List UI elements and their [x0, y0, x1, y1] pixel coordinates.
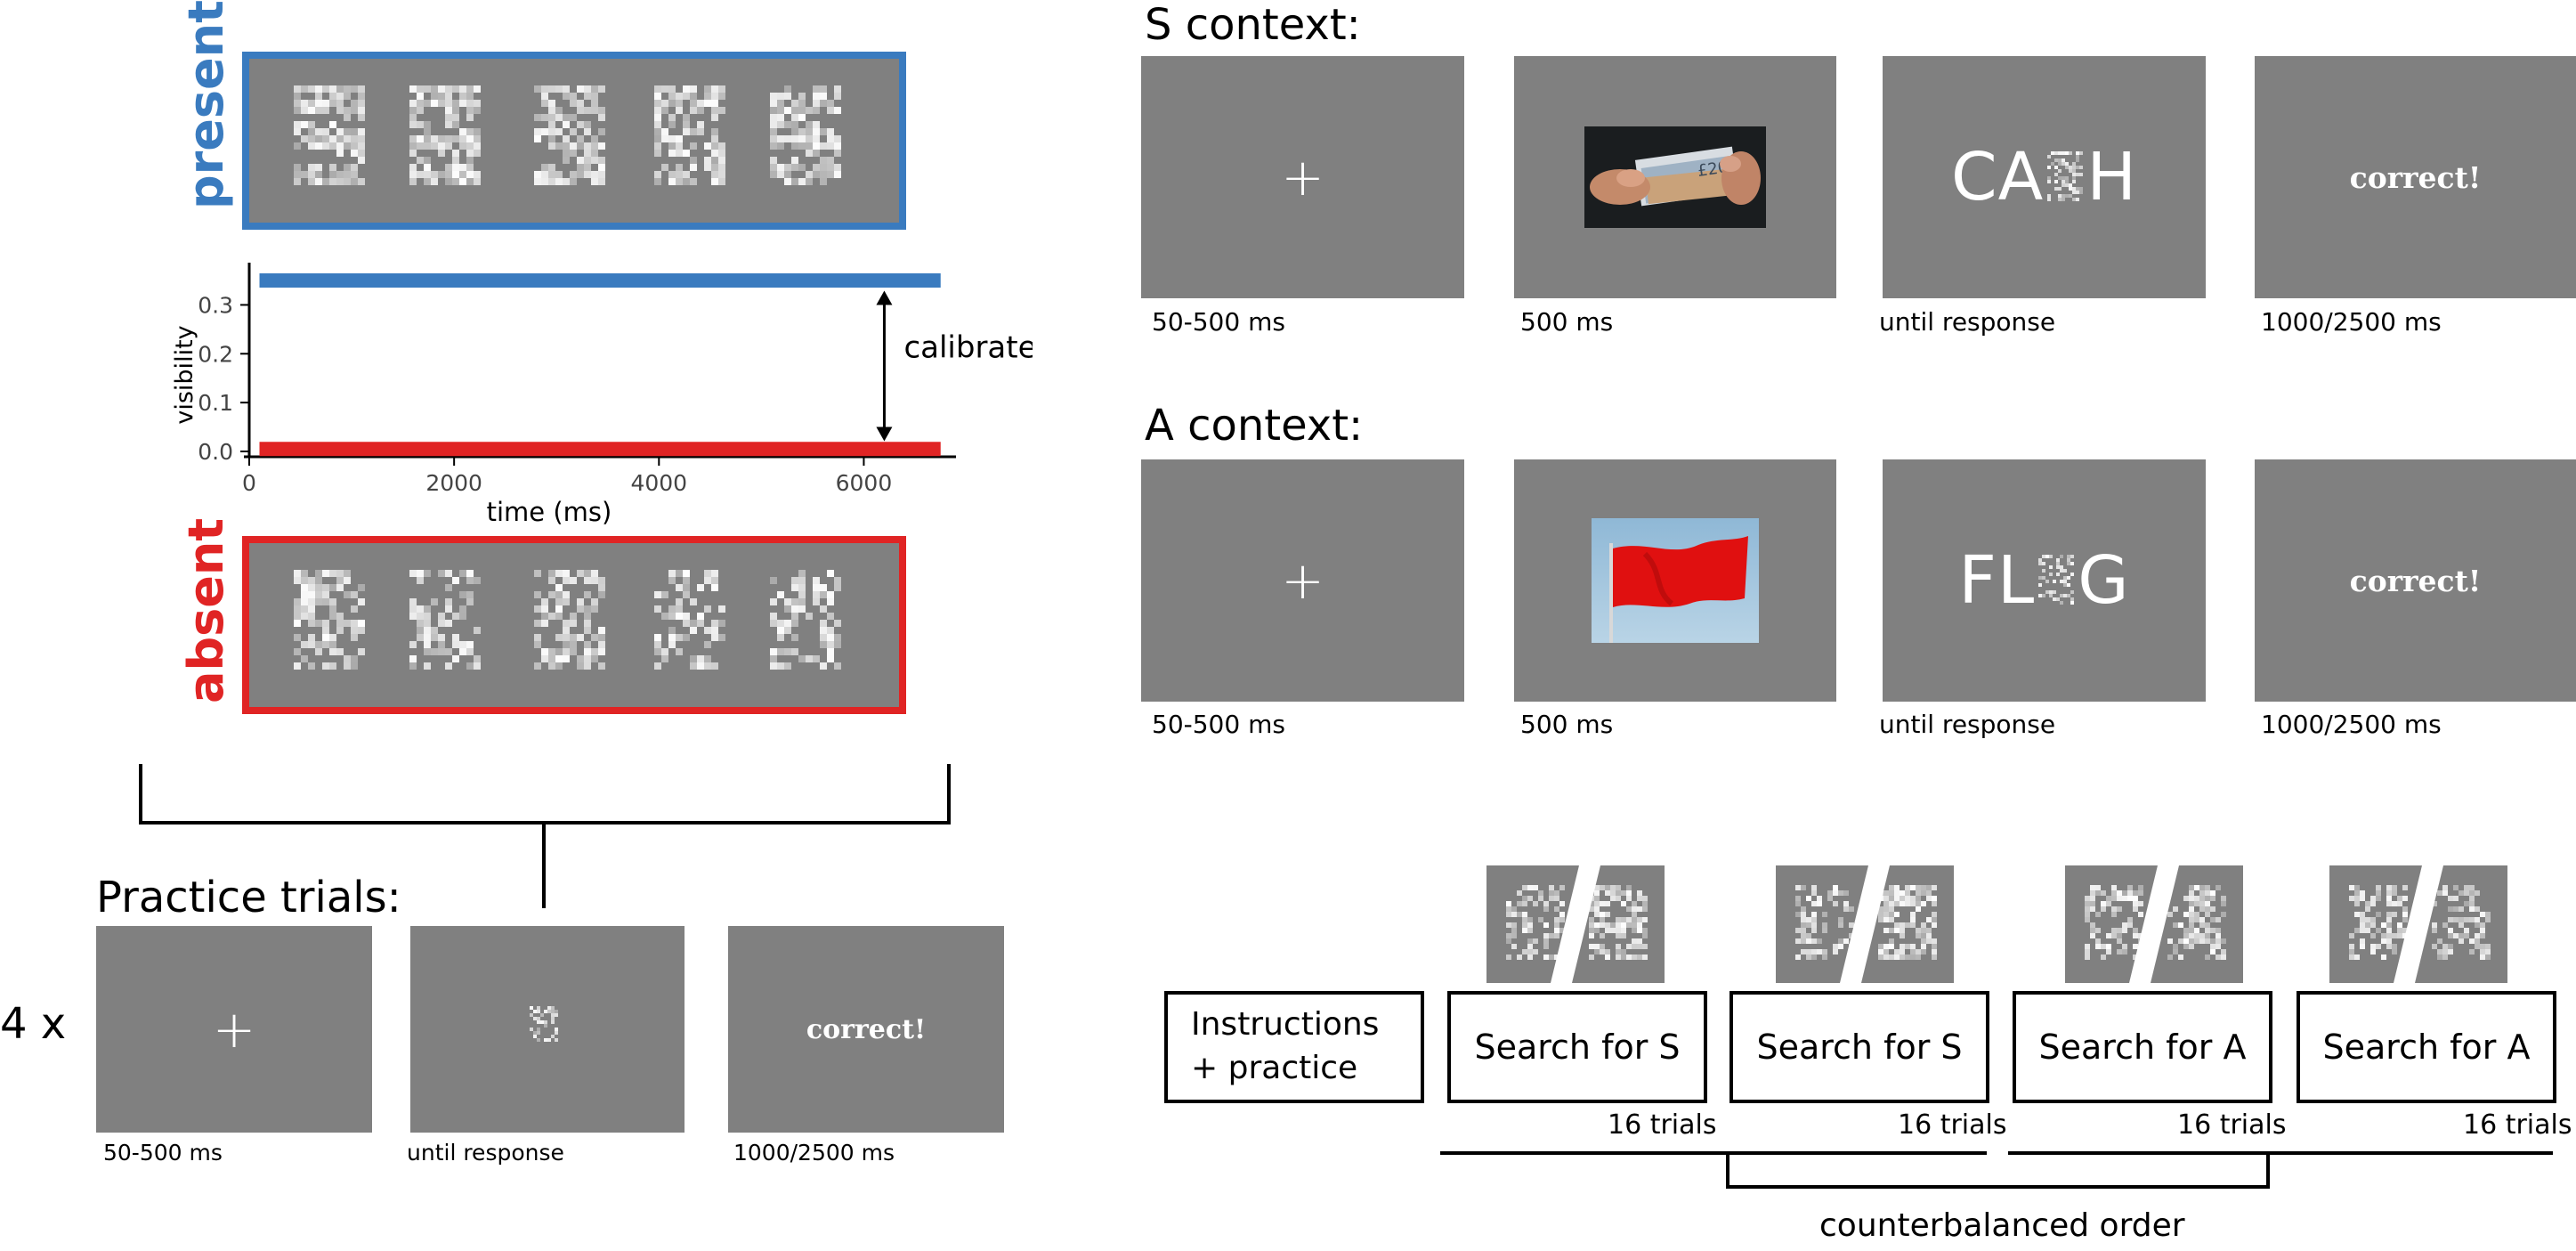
present-noise-patches — [294, 85, 841, 185]
a-context-title: A context: — [1145, 401, 1364, 451]
a-caption-3: until response — [1879, 710, 2056, 739]
block-1: Search for S — [1447, 991, 1707, 1103]
money-photo: £20 — [1584, 126, 1766, 228]
absent-stimulus-strip — [242, 536, 906, 714]
word-left: CA — [1951, 139, 2045, 215]
calibrated-annotation: calibrated — [903, 329, 1033, 365]
block-label: Search for S — [1756, 1028, 1963, 1067]
a-fixation-screen: + — [1141, 459, 1464, 702]
word-left: FL — [1958, 542, 2036, 619]
block-4-stimulus-pair — [2329, 865, 2507, 983]
x-tick-label: 6000 — [836, 470, 893, 496]
block-3-trials: 16 trials — [2177, 1109, 2287, 1141]
counterbalance-left-leg — [1726, 1153, 1729, 1189]
word-right: H — [2086, 139, 2137, 215]
y-axis-label: visibility — [171, 325, 198, 424]
flag-photo — [1592, 518, 1759, 643]
block-3: Search for A — [2013, 991, 2272, 1103]
s-prime-screen: £20 — [1514, 56, 1836, 298]
underline-a-blocks — [2008, 1151, 2553, 1155]
x-tick-label: 4000 — [630, 470, 687, 496]
fixation-cross: + — [1281, 550, 1324, 611]
noise-letter — [2038, 555, 2075, 605]
noise-letter — [2047, 151, 2084, 201]
s-fixation-screen: + — [1141, 56, 1464, 298]
x-axis-label: time (ms) — [487, 497, 612, 527]
fixation-cross: + — [1281, 147, 1324, 207]
practice-repeat: 4 x — [0, 999, 67, 1049]
block-1-stimulus-pair — [1486, 865, 1665, 983]
a-caption-1: 50-500 ms — [1152, 710, 1285, 739]
absent-label: absent — [178, 517, 234, 703]
bracket-left-leg — [139, 764, 142, 825]
word-right: G — [2078, 542, 2130, 619]
feedback-text: correct! — [2349, 563, 2482, 598]
block-label: Search for A — [2322, 1028, 2531, 1067]
practice-caption-2: until response — [407, 1140, 564, 1166]
practice-title: Practice trials: — [96, 873, 401, 922]
present-stimulus-strip — [242, 52, 906, 230]
instructions-block: Instructions + practice — [1164, 991, 1424, 1103]
a-caption-4: 1000/2500 ms — [2261, 710, 2442, 739]
degraded-word: CA H — [1951, 139, 2137, 215]
a-word-screen: FL G — [1883, 459, 2206, 702]
y-tick-label: 0.1 — [198, 390, 233, 416]
bracket-stem — [542, 821, 546, 908]
underline-s-blocks — [1440, 1151, 1987, 1155]
counterbalanced-label: counterbalanced order — [1819, 1207, 2185, 1244]
s-word-screen: CA H — [1883, 56, 2206, 298]
instructions-label: Instructions + practice — [1191, 1006, 1380, 1086]
a-feedback-screen: correct! — [2255, 459, 2576, 702]
visibility-chart: 0.0 0.1 0.2 0.3 0 2000 4000 6000 time (ms) visibi… — [171, 263, 1033, 527]
noise-target — [530, 1006, 558, 1042]
present-label: present — [178, 0, 234, 209]
block-4-trials: 16 trials — [2463, 1109, 2572, 1141]
block-label: Search for S — [1474, 1028, 1681, 1067]
feedback-text: correct! — [2349, 159, 2482, 195]
fixation-cross: + — [212, 999, 256, 1060]
y-tick-label: 0.2 — [198, 341, 233, 367]
practice-fixation-screen: + — [96, 926, 372, 1133]
s-feedback-screen: correct! — [2255, 56, 2576, 298]
arrow-head-up — [876, 290, 893, 305]
s-caption-3: until response — [1879, 307, 2056, 337]
a-prime-screen — [1514, 459, 1836, 702]
bracket-right-leg — [947, 764, 951, 825]
counterbalance-bar — [1726, 1185, 2270, 1189]
absent-noise-patches — [294, 570, 841, 670]
degraded-word: FL G — [1958, 542, 2129, 619]
block-2-stimulus-pair — [1776, 865, 1954, 983]
s-caption-2: 500 ms — [1520, 307, 1614, 337]
y-tick-label: 0.0 — [198, 439, 233, 465]
y-tick-label: 0.3 — [198, 292, 233, 318]
x-tick-label: 0 — [242, 470, 256, 496]
block-label: Search for A — [2038, 1028, 2247, 1067]
practice-feedback-screen: correct! — [728, 926, 1004, 1133]
block-1-trials: 16 trials — [1608, 1109, 1717, 1141]
practice-target-screen — [410, 926, 685, 1133]
s-caption-4: 1000/2500 ms — [2261, 307, 2442, 337]
block-2-trials: 16 trials — [1898, 1109, 2007, 1141]
block-2: Search for S — [1729, 991, 1989, 1103]
block-3-stimulus-pair — [2065, 865, 2243, 983]
block-4: Search for A — [2297, 991, 2556, 1103]
arrow-head-down — [876, 426, 893, 442]
s-caption-1: 50-500 ms — [1152, 307, 1285, 337]
practice-caption-3: 1000/2500 ms — [733, 1140, 895, 1166]
a-caption-2: 500 ms — [1520, 710, 1614, 739]
feedback-text: correct! — [806, 1013, 927, 1045]
x-tick-label: 2000 — [425, 470, 482, 496]
practice-caption-1: 50-500 ms — [103, 1140, 223, 1166]
counterbalance-right-leg — [2266, 1153, 2270, 1189]
s-context-title: S context: — [1145, 0, 1361, 50]
